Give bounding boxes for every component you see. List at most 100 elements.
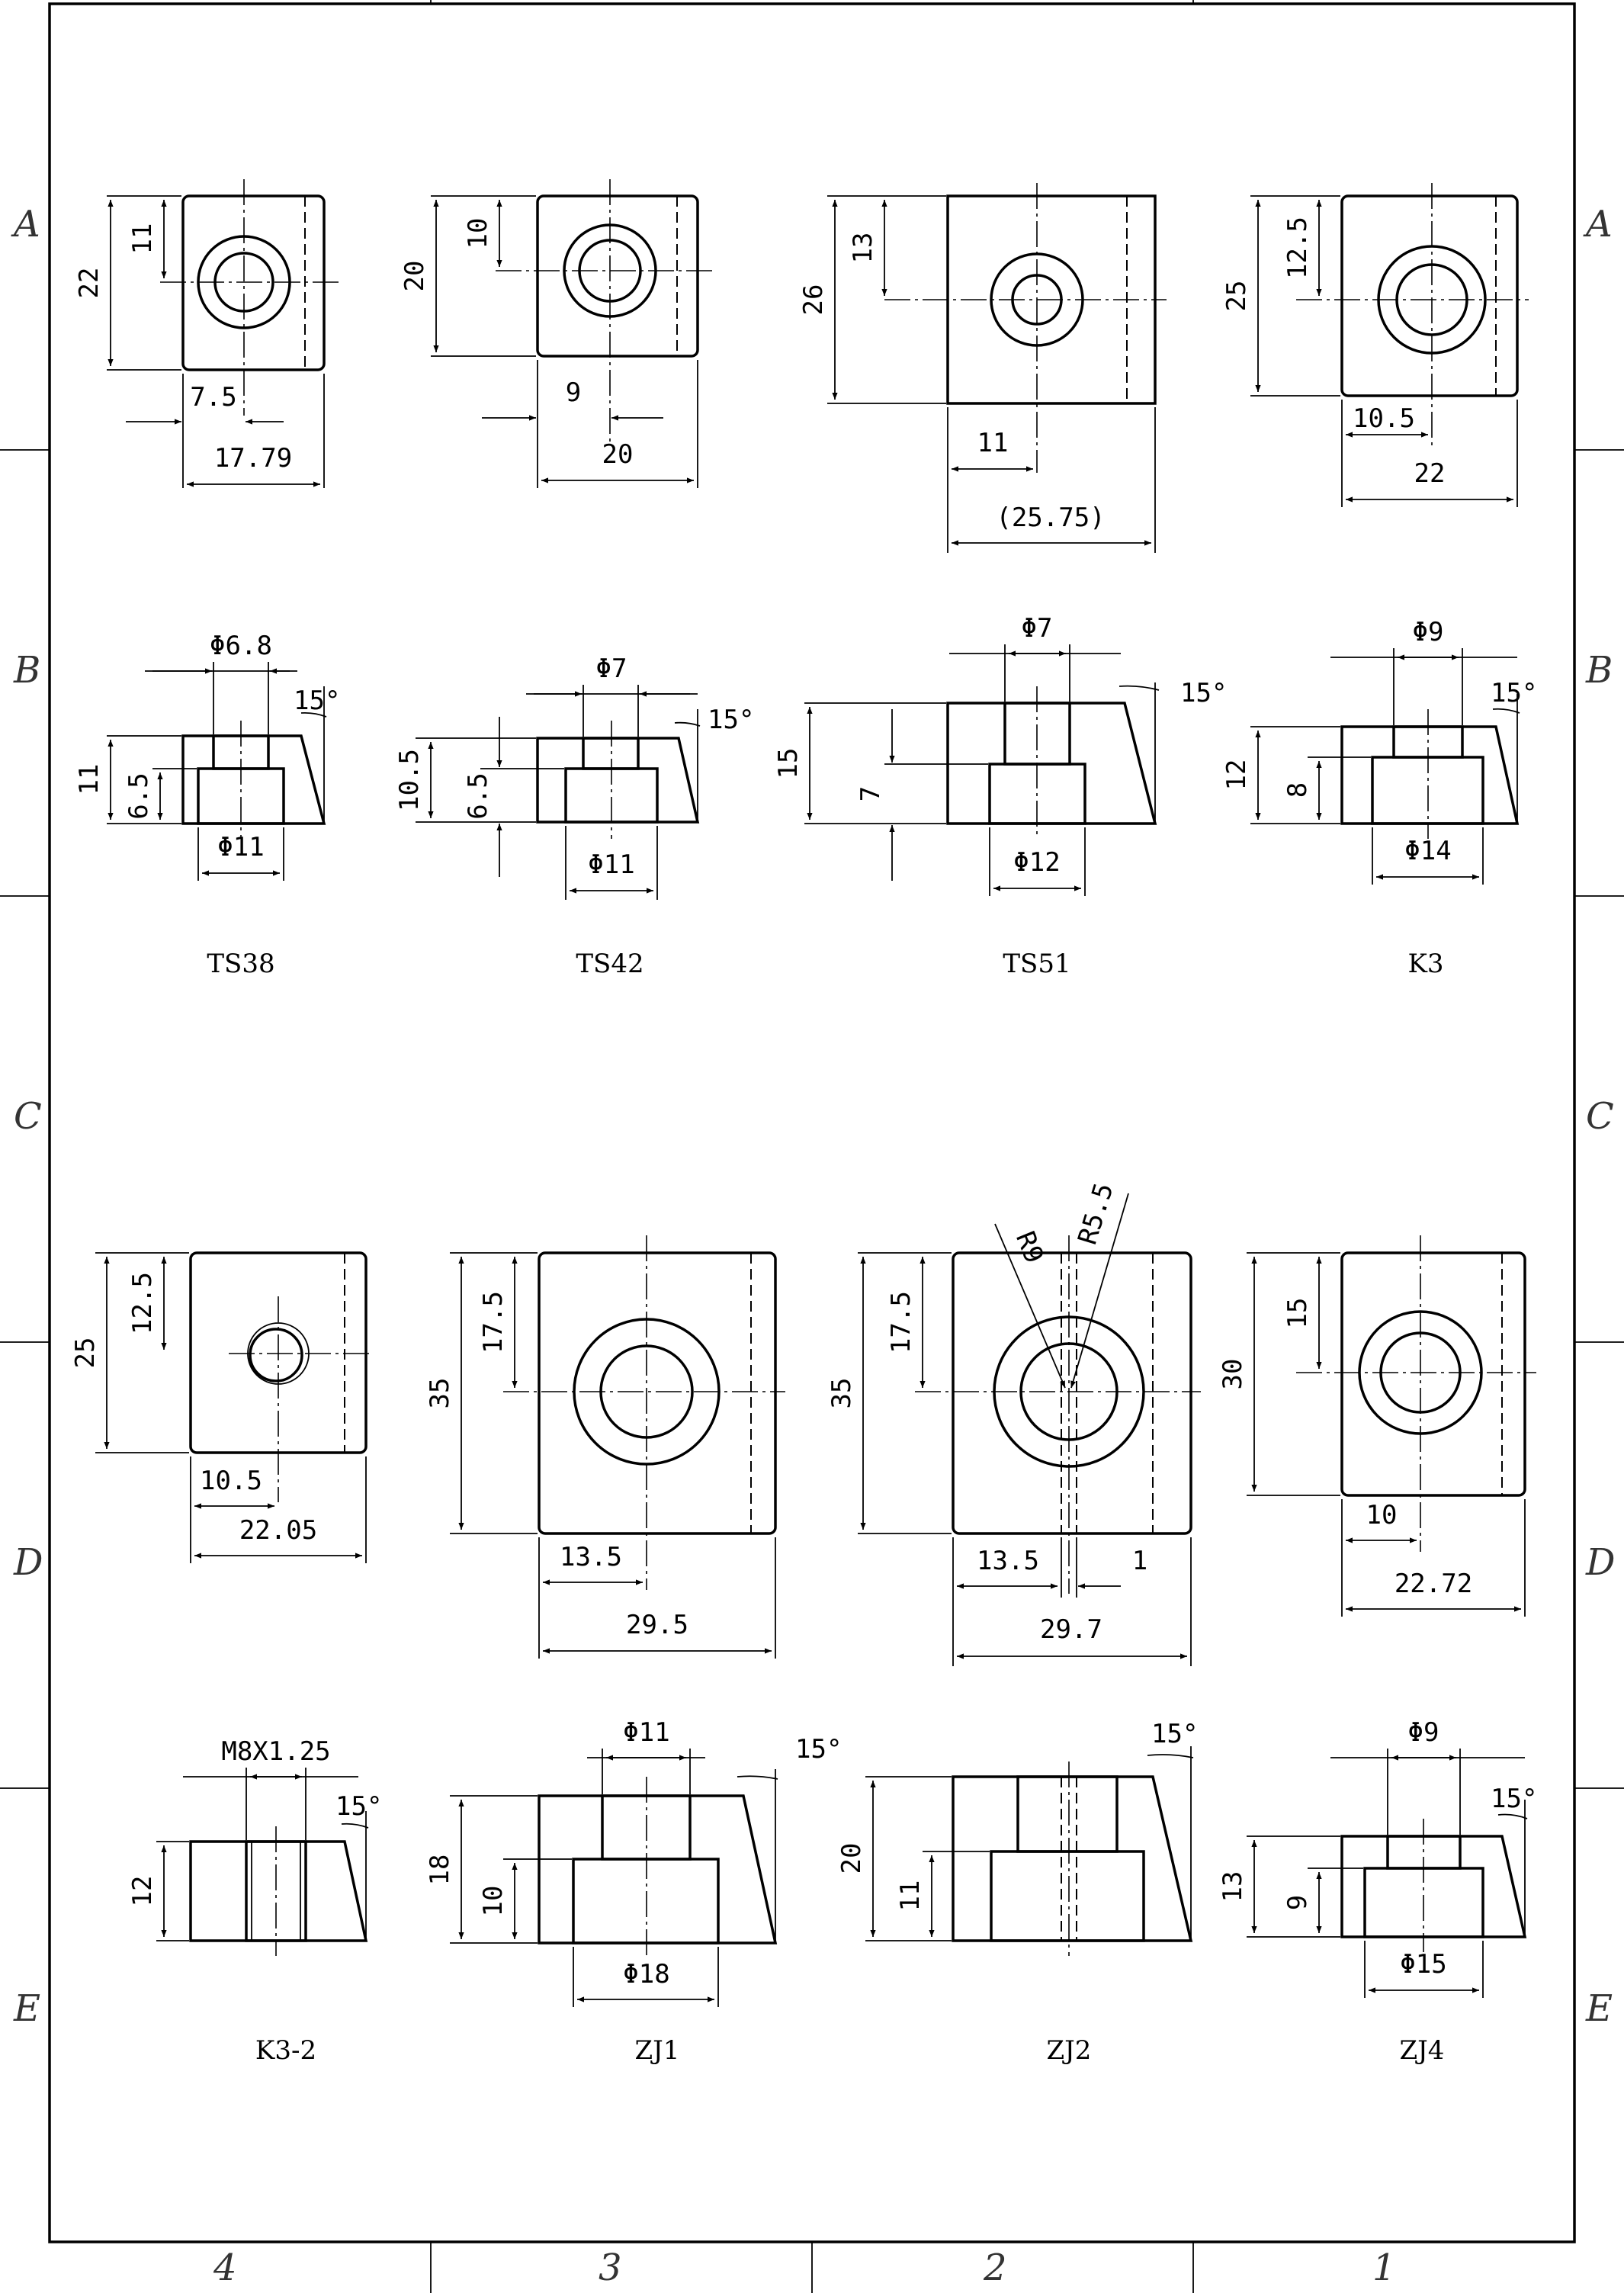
- ts42-top-view: 20 10 9 20: [400, 179, 713, 488]
- zj1-bore-depth-label: 10: [478, 1886, 509, 1917]
- part-ts42: 20 10 9 20 Φ7 15°: [394, 179, 754, 979]
- ts38-top-view: 22 11 7.5 17.79: [74, 179, 339, 488]
- zj1-section-height-label: 18: [425, 1855, 455, 1886]
- zj4-width-label: 22.72: [1395, 1569, 1472, 1599]
- ts51-section-view: Φ7 15° 15 7 Φ12: [773, 613, 1227, 896]
- zj2-bore-depth-label: 11: [895, 1880, 926, 1912]
- k3-section-height-label: 12: [1221, 760, 1252, 791]
- zj1-top-view: 35 17.5 13.5 29.5: [425, 1235, 785, 1659]
- ts42-hole-diameter-label: Φ7: [596, 654, 627, 684]
- zone-row-left-e: E: [13, 1987, 40, 2030]
- k3-height-label: 25: [1221, 281, 1252, 312]
- ts42-x-offset-label: 9: [566, 377, 581, 408]
- zj2-angle-label: 15°: [1151, 1719, 1198, 1749]
- zone-labels: A B C D E A B C D E 4 3 2 1: [11, 203, 1615, 2289]
- ts42-width-label: 20: [602, 439, 634, 470]
- ts51-bore-diameter-label: Φ12: [1013, 847, 1060, 878]
- zone-col-2: 2: [983, 2246, 1007, 2289]
- zj1-angle-label: 15°: [795, 1734, 842, 1765]
- ts51-top-view: 26 13 11 (25.75): [798, 183, 1167, 553]
- ts38-angle-label: 15°: [294, 686, 340, 716]
- zone-col-1: 1: [1372, 2246, 1396, 2289]
- zj2-x-offset-label: 13.5: [977, 1546, 1039, 1576]
- zj4-section-height-label: 13: [1218, 1871, 1248, 1903]
- k3-2-half-height-label: 12.5: [127, 1272, 158, 1334]
- zj4-section-view: Φ9 15° 13 9 Φ15: [1218, 1717, 1537, 1998]
- ts42-bore-diameter-label: Φ11: [588, 849, 634, 880]
- ts51-angle-label: 15°: [1180, 678, 1227, 708]
- zone-row-left-b: B: [13, 649, 40, 692]
- k3-hole-diameter-label: Φ9: [1413, 617, 1444, 647]
- zj2-section-height-label: 20: [836, 1843, 867, 1874]
- k3-angle-label: 15°: [1491, 678, 1537, 708]
- zone-row-right-c: C: [1586, 1095, 1614, 1138]
- zj4-bore-diameter-label: Φ15: [1400, 1949, 1446, 1980]
- zone-row-right-a: A: [1583, 203, 1613, 246]
- ts38-x-offset-label: 7.5: [190, 382, 236, 413]
- zj2-top-view: R9 R5.5 35 17.5 13.5 1 29.7: [826, 1180, 1201, 1666]
- part-zj4: 30 15 10 22.72 Φ9 15° 13: [1218, 1235, 1537, 2066]
- k3-2-caption: K3-2: [255, 2035, 316, 2066]
- ts51-half-height-label: 13: [848, 233, 878, 264]
- k3-2-width-label: 22.05: [239, 1515, 317, 1546]
- zone-row-left-d: D: [13, 1541, 43, 1584]
- part-ts38: 22 11 7.5 17.79 Φ6.8 15°: [74, 179, 340, 979]
- part-zj1: 35 17.5 13.5 29.5 Φ11 15° 18: [425, 1235, 842, 2066]
- ts42-angle-label: 15°: [708, 705, 754, 735]
- k3-x-offset-label: 10.5: [1353, 403, 1415, 434]
- k3-section-view: Φ9 15° 12 8 Φ14: [1221, 617, 1537, 885]
- ts42-section-view: Φ7 15° 10.5 6.5 Φ11: [394, 654, 754, 900]
- k3-2-top-view: 25 12.5 10.5 22.05: [70, 1251, 374, 1563]
- zj4-bore-depth-label: 9: [1282, 1895, 1313, 1910]
- zone-row-left-a: A: [11, 203, 40, 246]
- ts38-width-label: 17.79: [214, 443, 292, 474]
- zj2-height-label: 35: [826, 1378, 857, 1409]
- k3-bore-diameter-label: Φ14: [1404, 836, 1451, 866]
- ts38-section-height-label: 11: [74, 764, 104, 795]
- zone-row-left-c: C: [14, 1095, 42, 1138]
- zj1-width-label: 29.5: [626, 1610, 688, 1640]
- zone-row-right-d: D: [1585, 1541, 1615, 1584]
- zj4-hole-diameter-label: Φ9: [1408, 1717, 1439, 1748]
- k3-2-thread-label: M8X1.25: [221, 1736, 330, 1767]
- ts51-height-label: 26: [798, 284, 829, 316]
- part-ts51: 26 13 11 (25.75) Φ7 15° 15: [773, 183, 1227, 979]
- zj4-x-offset-label: 10: [1366, 1500, 1398, 1530]
- zj1-height-label: 35: [425, 1378, 455, 1409]
- k3-bore-depth-label: 8: [1282, 782, 1313, 798]
- ts38-caption: TS38: [207, 949, 274, 979]
- k3-2-section-height-label: 12: [127, 1876, 158, 1907]
- ts51-hole-diameter-label: Φ7: [1022, 613, 1053, 644]
- ts42-bore-depth-label: 6.5: [463, 772, 493, 819]
- ts38-hole-diameter-label: Φ6.8: [210, 631, 272, 661]
- zj1-caption: ZJ1: [635, 2035, 680, 2066]
- k3-caption: K3: [1407, 949, 1443, 979]
- zone-col-4: 4: [213, 2246, 237, 2289]
- ts51-x-offset-label: 11: [977, 428, 1009, 458]
- part-k3: 25 12.5 10.5 22 Φ9 15° 12: [1221, 183, 1537, 979]
- zj4-caption: ZJ4: [1400, 2035, 1445, 2066]
- zj4-top-view: 30 15 10 22.72: [1218, 1235, 1536, 1617]
- k3-2-height-label: 25: [70, 1338, 101, 1369]
- ts38-height-label: 22: [74, 268, 104, 299]
- zone-row-right-e: E: [1585, 1987, 1613, 2030]
- zone-col-3: 3: [599, 2246, 622, 2289]
- zj1-bore-diameter-label: Φ18: [623, 1959, 669, 1990]
- zj2-caption: ZJ2: [1047, 2035, 1092, 2066]
- part-k3-2: 25 12.5 10.5 22.05 M8X1.25 15°: [70, 1251, 382, 2066]
- zj4-half-height-label: 15: [1282, 1298, 1313, 1329]
- ts42-section-height-label: 10.5: [394, 749, 425, 811]
- zj2-section-view: 15° 20 11: [836, 1719, 1198, 1956]
- k3-width-label: 22: [1414, 458, 1446, 489]
- ts38-bore-diameter-label: Φ11: [217, 832, 264, 862]
- ts51-bore-depth-label: 7: [855, 786, 886, 801]
- zj2-x2-offset-label: 1: [1132, 1546, 1147, 1576]
- zj4-height-label: 30: [1218, 1359, 1248, 1390]
- ts38-section-view: Φ6.8 15° 11 6.5 Φ11: [74, 631, 340, 881]
- zj1-section-view: Φ11 15° 18 10 Φ18: [425, 1717, 842, 2007]
- k3-2-section-view: M8X1.25 15° 12: [127, 1736, 382, 1956]
- ts38-bore-depth-label: 6.5: [124, 772, 154, 819]
- ts38-half-height-label: 11: [127, 223, 158, 255]
- k3-top-view: 25 12.5 10.5 22: [1221, 183, 1529, 507]
